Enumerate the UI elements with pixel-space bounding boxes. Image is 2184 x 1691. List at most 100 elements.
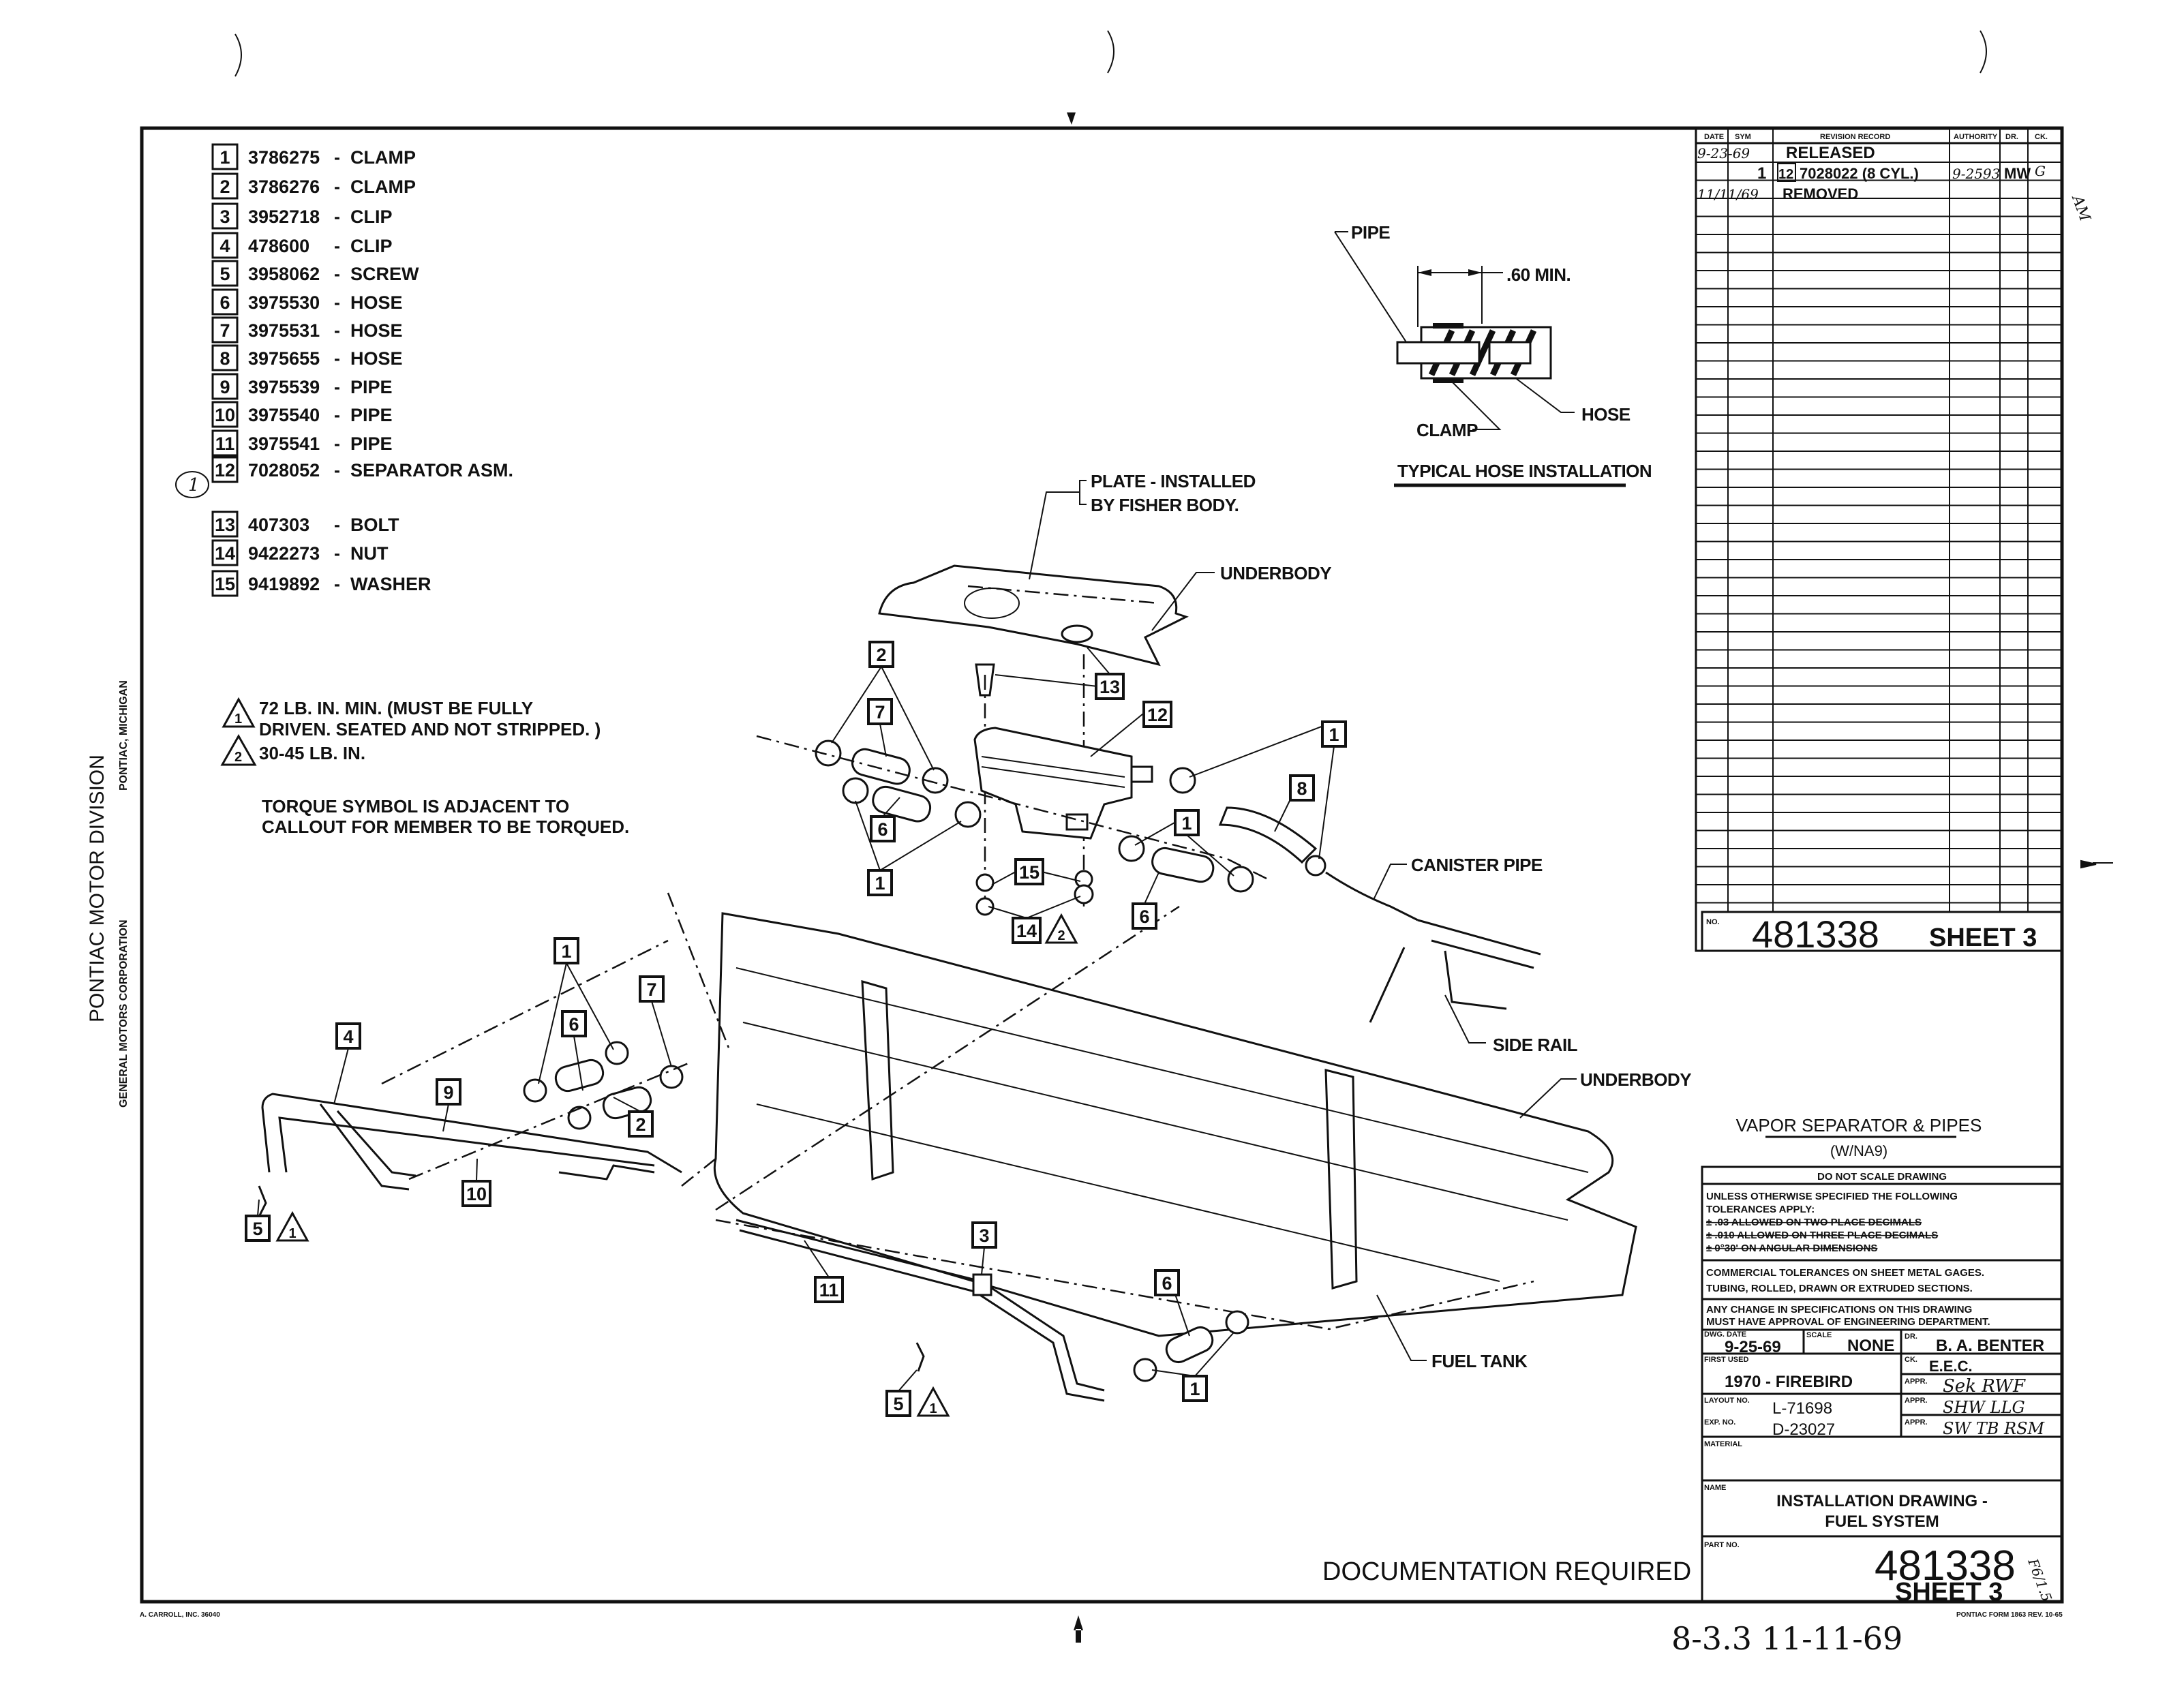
part-name: SCREW [350,264,419,284]
item-number: 10 [215,405,235,425]
callout-item-6: 6 [1132,872,1159,930]
callout-item-6: 6 [561,1010,587,1091]
item-number: 1 [219,147,230,168]
callout-number: 1 [875,873,885,894]
separator-dash: - [334,460,340,481]
first-used-label: FIRST USED [1704,1356,1748,1364]
item-number-box [211,456,239,483]
printer-imprint: A. CARROLL, INC. 36040 [140,1611,220,1619]
part-number: 3975531 [248,320,320,341]
callout-box [1289,774,1315,802]
registration-arrow-icon [1067,112,1076,125]
part-no-label: PART NO. [1704,1541,1740,1549]
part-name: BOLT [350,515,399,535]
approval-signature-3: SW TB RSM [1943,1419,2046,1438]
callout-number: 1 [1329,725,1339,745]
part-number: 407303 [248,515,309,535]
callout-number: 9 [443,1082,453,1103]
handwritten-file-reference: 8-3.3 11-11-69 [1671,1620,1902,1657]
tolerance-struck-2: ± .010 ALLOWED ON THREE PLACE DECIMALS [1706,1230,1938,1241]
callout-leader [1144,872,1159,904]
torque-flag-2-icon: 2 [1044,913,1078,944]
callout-item-4: 4 [333,1022,361,1105]
part-number: 9419892 [248,574,320,594]
sheet-number: SHEET 3 [1929,924,2037,952]
item-number: 11 [215,433,235,454]
callout-leader [991,871,1081,885]
torque-notes: 1 72 LB. IN. MIN. (MUST BE FULLY DRIVEN.… [220,697,629,837]
callout-leader [1134,822,1234,877]
side-rail-drawing [1369,919,1541,1043]
part-name: PIPE [350,433,393,454]
callout-leader [988,896,1081,919]
item-number-box [211,570,239,597]
commercial-tolerance-2: TUBING, ROLLED, DRAWN OR EXTRUDED SECTIO… [1706,1283,1973,1294]
callout-item-11: 11 [804,1240,844,1303]
item-number-box [211,539,239,566]
commercial-tolerance-1: COMMERCIAL TOLERANCES ON SHEET METAL GAG… [1706,1267,1984,1279]
label-fuel-tank: FUEL TANK [1431,1351,1528,1371]
callout-leader [831,666,935,771]
first-used: 1970 - FIREBIRD [1725,1373,1853,1391]
torque-flag-number: 2 [234,750,242,765]
item-number-box [211,344,239,371]
callout-number: 15 [1019,862,1040,883]
separator-dash: - [334,320,340,341]
pipes-9-10-drawing [258,939,689,1217]
revision-marker: 1 [188,475,200,496]
rev-row2-record: 7028022 (8 CYL.) [1800,165,1919,182]
callout-box [1321,720,1347,748]
item-number-box [211,232,239,259]
callout-leader [333,1048,349,1105]
material-label: MATERIAL [1704,1440,1742,1448]
part-name: HOSE [350,348,403,369]
callout-number: 11 [819,1280,839,1300]
torque-note-1-line1: 72 LB. IN. MIN. (MUST BE FULLY [259,698,533,718]
callout-box [867,869,893,896]
callout-box [868,641,894,668]
layout-no: L-71698 [1772,1399,1832,1418]
callout-box [814,1276,844,1303]
registration-arrow-icon [2080,859,2113,869]
callout-box [1132,902,1157,930]
callout-number: 6 [568,1014,579,1035]
callout-box [1142,701,1172,728]
tolerance-struck-1: ± .03 ALLOWED ON TWO PLACE DECIMALS [1706,1217,1922,1228]
division-name: PONTIAC MOTOR DIVISION [86,755,108,1022]
callout-number: 1 [1181,813,1192,834]
drawing-name-line1: INSTALLATION DRAWING - [1776,1492,1988,1510]
rev-row2-callout: 12 [1778,167,1793,182]
rev-header-dr: DR. [2005,133,2018,141]
torque-flag-number: 2 [1057,928,1065,943]
rev-row2-ck: G [2035,163,2046,179]
callout-item-10: 10 [461,1158,491,1207]
callout-box [628,1110,654,1138]
punch-hole-marks [234,30,1987,77]
vapor-separator-drawing [973,654,1153,916]
item-number: 6 [219,292,230,313]
callout-box [1182,1375,1208,1402]
rev-row2-dr: MW [2004,165,2031,182]
callout-box [436,1078,461,1106]
callout-number: 1 [1189,1379,1200,1399]
callout-box [885,1390,911,1417]
callout-item-2: 2 [613,1097,654,1138]
part-number: 3975540 [248,405,320,425]
callout-leader [613,1097,641,1112]
callout-number: 7 [646,979,656,1000]
separator-dash: - [334,405,340,425]
separator-dash: - [334,574,340,594]
callout-number: 6 [877,819,888,840]
scale-label: SCALE [1806,1331,1832,1339]
rev-row1-date: 9-23-69 [1697,145,1750,162]
callout-box [971,1221,997,1249]
